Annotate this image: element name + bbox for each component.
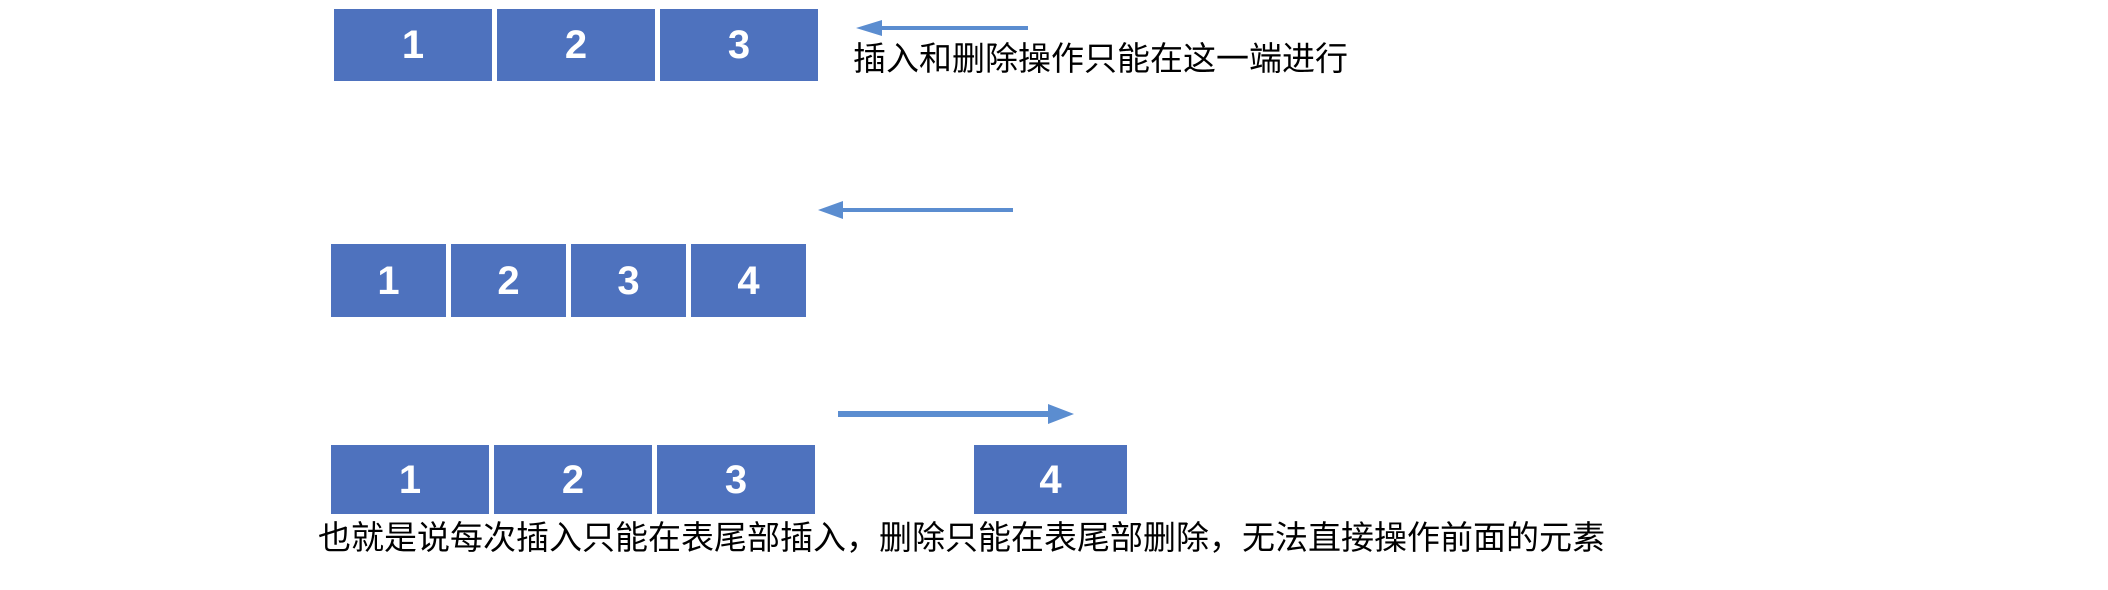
- arrow-right-icon: [838, 402, 1076, 426]
- list-cell: 4: [690, 243, 807, 318]
- list-cell: 3: [656, 444, 816, 515]
- list-cell: 1: [330, 444, 490, 515]
- detached-list-cell: 4: [973, 444, 1128, 515]
- list-cell: 1: [333, 8, 493, 82]
- sequence-row-initial: 1 2 3: [333, 8, 819, 82]
- arrow-left-icon: [852, 16, 1028, 40]
- list-cell: 1: [330, 243, 447, 318]
- arrow-left-icon: [815, 198, 1013, 222]
- caption-summary: 也就是说每次插入只能在表尾部插入，删除只能在表尾部删除，无法直接操作前面的元素: [318, 518, 1605, 557]
- sequence-row-after-insert: 1 2 3 4: [330, 243, 807, 318]
- removed-cell-gap: [819, 444, 973, 515]
- list-cell: 2: [496, 8, 656, 82]
- caption-insert-delete-end: 插入和删除操作只能在这一端进行: [853, 39, 1348, 78]
- list-cell: 2: [450, 243, 567, 318]
- list-cell: 3: [570, 243, 687, 318]
- list-cell: 2: [493, 444, 653, 515]
- list-cell: 3: [659, 8, 819, 82]
- sequence-row-after-delete: 1 2 3 4: [330, 444, 1128, 515]
